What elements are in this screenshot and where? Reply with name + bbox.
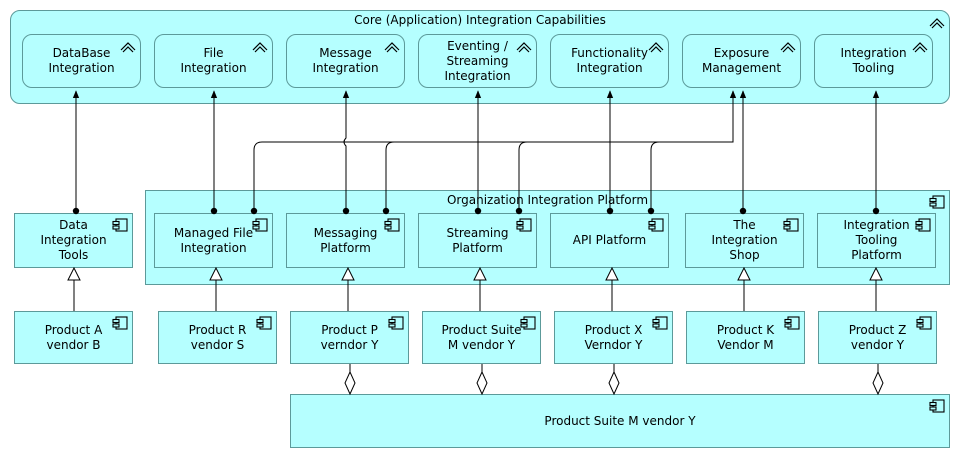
application-component-icon xyxy=(916,316,932,330)
capabilities-group-title: Core (Application) Integration Capabilit… xyxy=(354,13,606,27)
capability-label: File Integration xyxy=(180,46,247,75)
aggregation-connectors xyxy=(344,364,884,396)
capability-integration-tooling[interactable]: Integration Tooling xyxy=(814,34,933,88)
connector-suite-aggregates-z xyxy=(872,364,884,396)
product-suite-m-vendor-y-small[interactable]: Product Suite M vendor Y xyxy=(422,311,541,364)
component-the-integration-shop[interactable]: The Integration Shop xyxy=(685,213,804,268)
product-label: Product A vendor B xyxy=(44,322,103,352)
capability-icon xyxy=(912,39,928,53)
product-k-vendor-m[interactable]: Product K Vendor M xyxy=(686,311,805,364)
capability-icon xyxy=(252,39,268,53)
product-label: Product K Vendor M xyxy=(716,322,775,352)
capability-label: Message Integration xyxy=(312,46,379,75)
application-component-icon xyxy=(252,218,268,232)
product-r-vendor-s[interactable]: Product R vendor S xyxy=(158,311,277,364)
capability-eventing-streaming-integration[interactable]: Eventing / Streaming Integration xyxy=(418,34,537,88)
component-managed-file-integration[interactable]: Managed File Integration xyxy=(154,213,273,268)
product-label: Product R vendor S xyxy=(188,322,247,352)
application-component-icon xyxy=(652,316,668,330)
product-label: Product P verndor Y xyxy=(320,322,379,352)
product-z-vendor-y[interactable]: Product Z vendor Y xyxy=(818,311,937,364)
capability-exposure-management[interactable]: Exposure Management xyxy=(682,34,801,88)
capability-label: Exposure Management xyxy=(701,46,782,75)
component-messaging-platform[interactable]: Messaging Platform xyxy=(286,213,405,268)
capability-message-integration[interactable]: Message Integration xyxy=(286,34,405,88)
application-component-icon xyxy=(112,218,128,232)
connector-suite-aggregates-suite-small xyxy=(476,364,488,396)
component-streaming-platform[interactable]: Streaming Platform xyxy=(418,213,537,268)
application-component-icon xyxy=(648,218,664,232)
application-component-icon xyxy=(784,316,800,330)
component-integration-tooling-platform[interactable]: Integration Tooling Platform xyxy=(817,213,936,268)
application-component-icon xyxy=(112,316,128,330)
application-component-icon xyxy=(520,316,536,330)
application-component-icon xyxy=(256,316,272,330)
capability-icon xyxy=(929,15,945,29)
application-component-icon xyxy=(783,218,799,232)
component-label: Messaging Platform xyxy=(313,225,378,255)
product-label: Product Suite M vendor Y xyxy=(544,413,696,428)
capability-icon xyxy=(516,39,532,53)
application-component-icon xyxy=(388,316,404,330)
component-data-integration-tools[interactable]: Data Integration Tools xyxy=(14,213,133,268)
application-component-icon xyxy=(384,218,400,232)
capability-icon xyxy=(120,39,136,53)
capability-icon xyxy=(648,39,664,53)
capability-label: Eventing / Streaming Integration xyxy=(444,38,511,83)
connector-suite-aggregates-p xyxy=(344,364,356,396)
capability-functionality-integration[interactable]: Functionality Integration xyxy=(550,34,669,88)
component-label: Integration Tooling Platform xyxy=(843,218,910,262)
product-p-verndor-y[interactable]: Product P verndor Y xyxy=(290,311,409,364)
component-label: The Integration Shop xyxy=(711,218,778,262)
platform-group-title: Organization Integration Platform xyxy=(446,193,649,207)
capability-label: Integration Tooling xyxy=(840,46,907,75)
capability-icon xyxy=(780,39,796,53)
product-label: Product Z vendor Y xyxy=(848,322,907,352)
product-label: Product Suite M vendor Y xyxy=(441,322,522,352)
capability-label: Functionality Integration xyxy=(571,46,648,75)
connector-product-a-to-data-tools xyxy=(67,266,81,311)
capability-file-integration[interactable]: File Integration xyxy=(154,34,273,88)
component-api-platform[interactable]: API Platform xyxy=(550,213,669,268)
component-label: Streaming Platform xyxy=(446,225,509,255)
component-label: Managed File Integration xyxy=(173,225,254,255)
capability-label: DataBase Integration xyxy=(48,46,115,75)
product-x-verndor-y[interactable]: Product X Verndor Y xyxy=(554,311,673,364)
product-suite-m-vendor-y-large[interactable]: Product Suite M vendor Y xyxy=(290,394,950,448)
capability-icon xyxy=(384,39,400,53)
product-label: Product X Verndor Y xyxy=(584,322,643,352)
capability-database-integration[interactable]: DataBase Integration xyxy=(22,34,141,88)
connector-suite-aggregates-x xyxy=(608,364,620,396)
application-component-icon xyxy=(929,195,945,209)
component-label: API Platform xyxy=(572,233,647,247)
application-component-icon xyxy=(516,218,532,232)
component-label: Data Integration Tools xyxy=(40,218,107,262)
product-a-vendor-b[interactable]: Product A vendor B xyxy=(14,311,133,364)
application-component-icon xyxy=(929,399,945,413)
application-component-icon xyxy=(915,218,931,232)
